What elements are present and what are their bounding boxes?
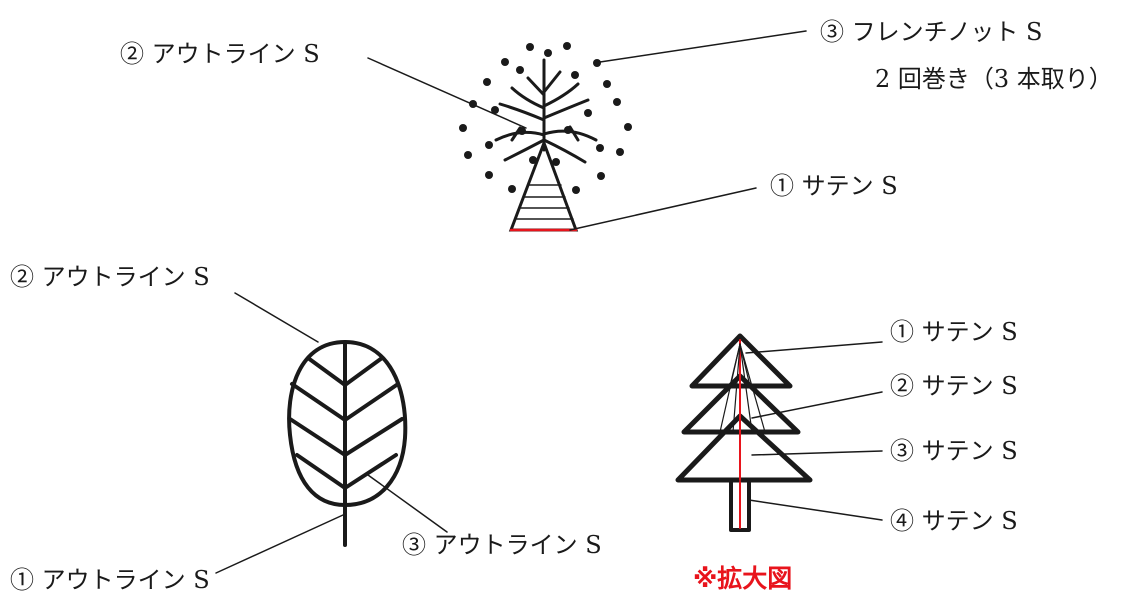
fir-satin-lines (719, 339, 766, 481)
label-outline-veins: ③ アウトライン S (402, 531, 602, 559)
tree1-leader-lines (367, 30, 807, 231)
label-outline-stem: ① アウトライン S (10, 566, 210, 594)
label-satin-1: ① サテン S (890, 318, 1018, 346)
label-french-knot: ③ フレンチノット S (820, 18, 1043, 46)
enlarged-view-note: ※拡大図 (693, 564, 793, 593)
leaf-outline (287, 339, 408, 508)
label-outline-tree1: ② アウトライン S (120, 40, 320, 68)
label-satin-tree1: ① サテン S (770, 172, 898, 200)
label-satin-2: ② サテン S (890, 372, 1018, 400)
fir-tree (675, 333, 883, 532)
leaf-tree (215, 292, 448, 574)
tree2-leader-lines (215, 292, 448, 574)
label-satin-4: ④ サテン S (890, 507, 1018, 535)
label-french-knot-detail: 2 回巻き（3 本取り） (875, 65, 1113, 93)
tree3-leader-lines (745, 341, 883, 521)
leaf-veins (288, 356, 404, 490)
label-outline-leaf: ② アウトライン S (10, 263, 210, 291)
label-satin-3: ③ サテン S (890, 437, 1018, 465)
french-knot-dots (459, 42, 632, 194)
trunk-satin (508, 138, 579, 232)
round-dotted-tree (367, 30, 807, 232)
